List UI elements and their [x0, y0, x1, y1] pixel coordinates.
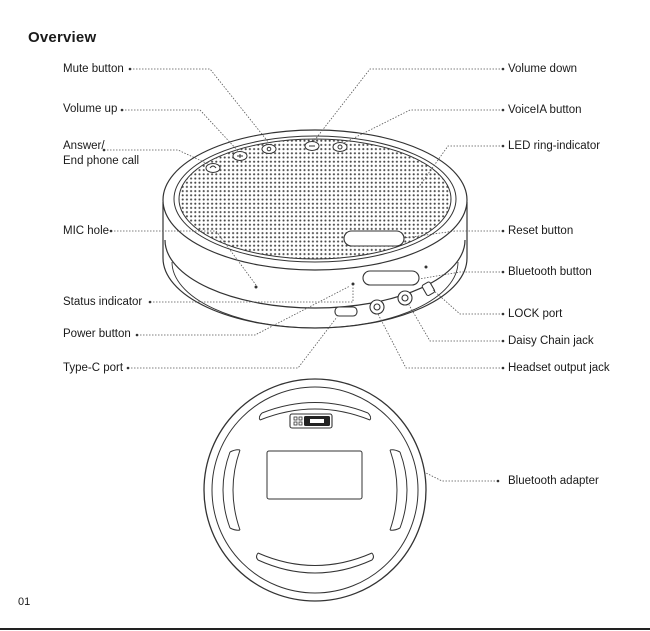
answer-button-icon [206, 164, 220, 173]
bluetooth-adapter-icon [290, 414, 332, 428]
voiceia-button-icon [333, 143, 347, 152]
reset-pinhole-icon [425, 266, 428, 269]
mic-hole-icon [255, 286, 258, 289]
page-number: 01 [18, 596, 30, 608]
volume-down-button-icon [305, 142, 319, 151]
type-c-port-shape [335, 307, 357, 316]
bluetooth-slot [363, 271, 419, 285]
status-indicator-icon [352, 283, 355, 286]
footer-rule [0, 628, 650, 630]
speaker-grille [179, 139, 451, 259]
logo-plate [344, 231, 404, 246]
volume-up-button-icon [233, 152, 247, 161]
mute-button-icon [262, 145, 276, 154]
device-bottom-view [204, 379, 426, 601]
